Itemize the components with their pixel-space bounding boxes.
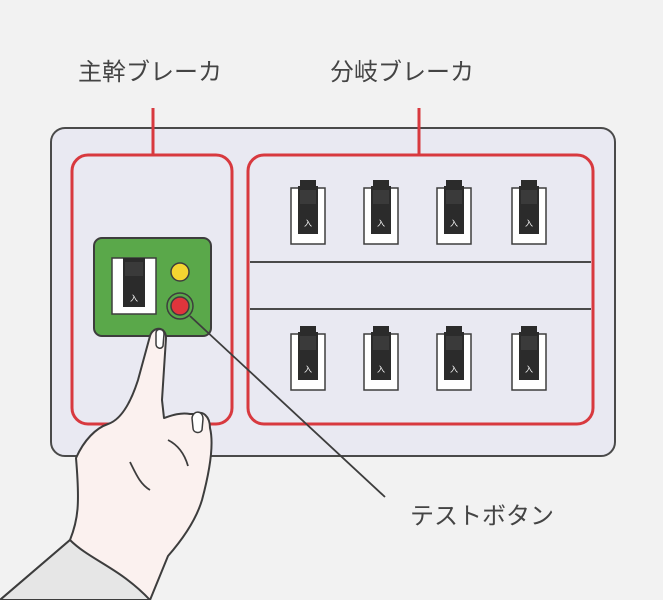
branch-breaker-highlight: [246, 153, 595, 426]
branch-breaker-3[interactable]: 入: [436, 180, 472, 245]
branch-breaker-label: 入: [525, 365, 533, 374]
main-breaker-switch-label: 入: [130, 294, 138, 303]
branch-breaker-label: 入: [304, 365, 312, 374]
branch-breaker-2[interactable]: 入: [363, 180, 399, 245]
test-button-label: テストボタン: [410, 502, 554, 530]
branch-breaker-label: 分岐ブレーカ: [330, 58, 474, 86]
branch-breaker-label: 入: [377, 219, 385, 228]
pointing-hand-icon: [0, 327, 213, 600]
branch-breaker-label: 入: [450, 219, 458, 228]
branch-breaker-label: 入: [377, 365, 385, 374]
branch-breaker-label: 入: [525, 219, 533, 228]
test-button-ring: [166, 292, 194, 320]
distribution-panel: [50, 127, 616, 457]
branch-breakers: 入入入入入入入入: [290, 180, 547, 391]
branch-breaker-1[interactable]: 入: [290, 180, 326, 245]
branch-breaker-5[interactable]: 入: [290, 326, 326, 391]
branch-breaker-label: 入: [450, 365, 458, 374]
branch-breaker-4[interactable]: 入: [511, 180, 547, 245]
red-button-icon[interactable]: [170, 296, 190, 316]
branch-breaker-7[interactable]: 入: [436, 326, 472, 391]
branch-breaker-6[interactable]: 入: [363, 326, 399, 391]
yellow-lamp-icon: [170, 262, 190, 282]
main-breaker-switch[interactable]: 入: [111, 257, 157, 315]
main-breaker-label: 主幹ブレーカ: [78, 58, 222, 86]
test-button-leader-line: [189, 315, 386, 498]
branch-breaker-label: 入: [304, 219, 312, 228]
branch-breaker-8[interactable]: 入: [511, 326, 547, 391]
